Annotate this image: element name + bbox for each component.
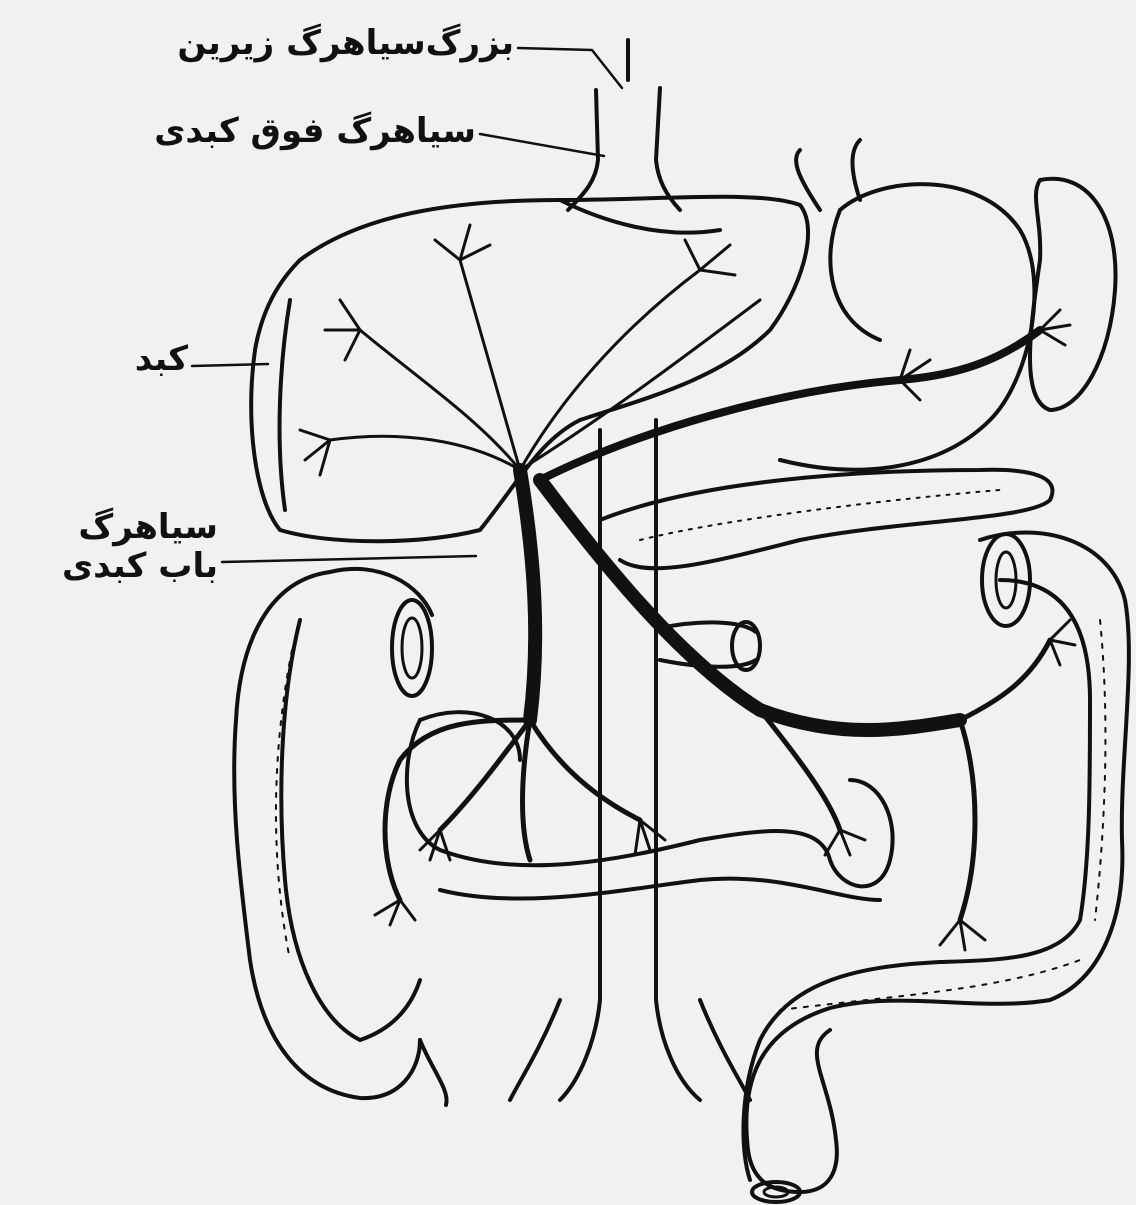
portal-vein-label: سیاهرگ باب کبدی bbox=[62, 508, 218, 586]
portal-vein-label-line1: سیاهرگ bbox=[62, 508, 218, 547]
portal-vein bbox=[520, 470, 960, 730]
spleen bbox=[1030, 179, 1116, 410]
hepatic-vein-label: سیاهرگ فوق کبدی bbox=[154, 112, 476, 151]
small-intestine bbox=[407, 712, 893, 900]
inferior-vena-cava-label: بزرگ‌سیاهرگ زیرین bbox=[177, 24, 514, 63]
large-intestine bbox=[234, 533, 1129, 1203]
stomach bbox=[780, 140, 1034, 470]
liver-label: کبد bbox=[135, 340, 188, 379]
portal-vein-label-line2: باب کبدی bbox=[62, 547, 218, 586]
